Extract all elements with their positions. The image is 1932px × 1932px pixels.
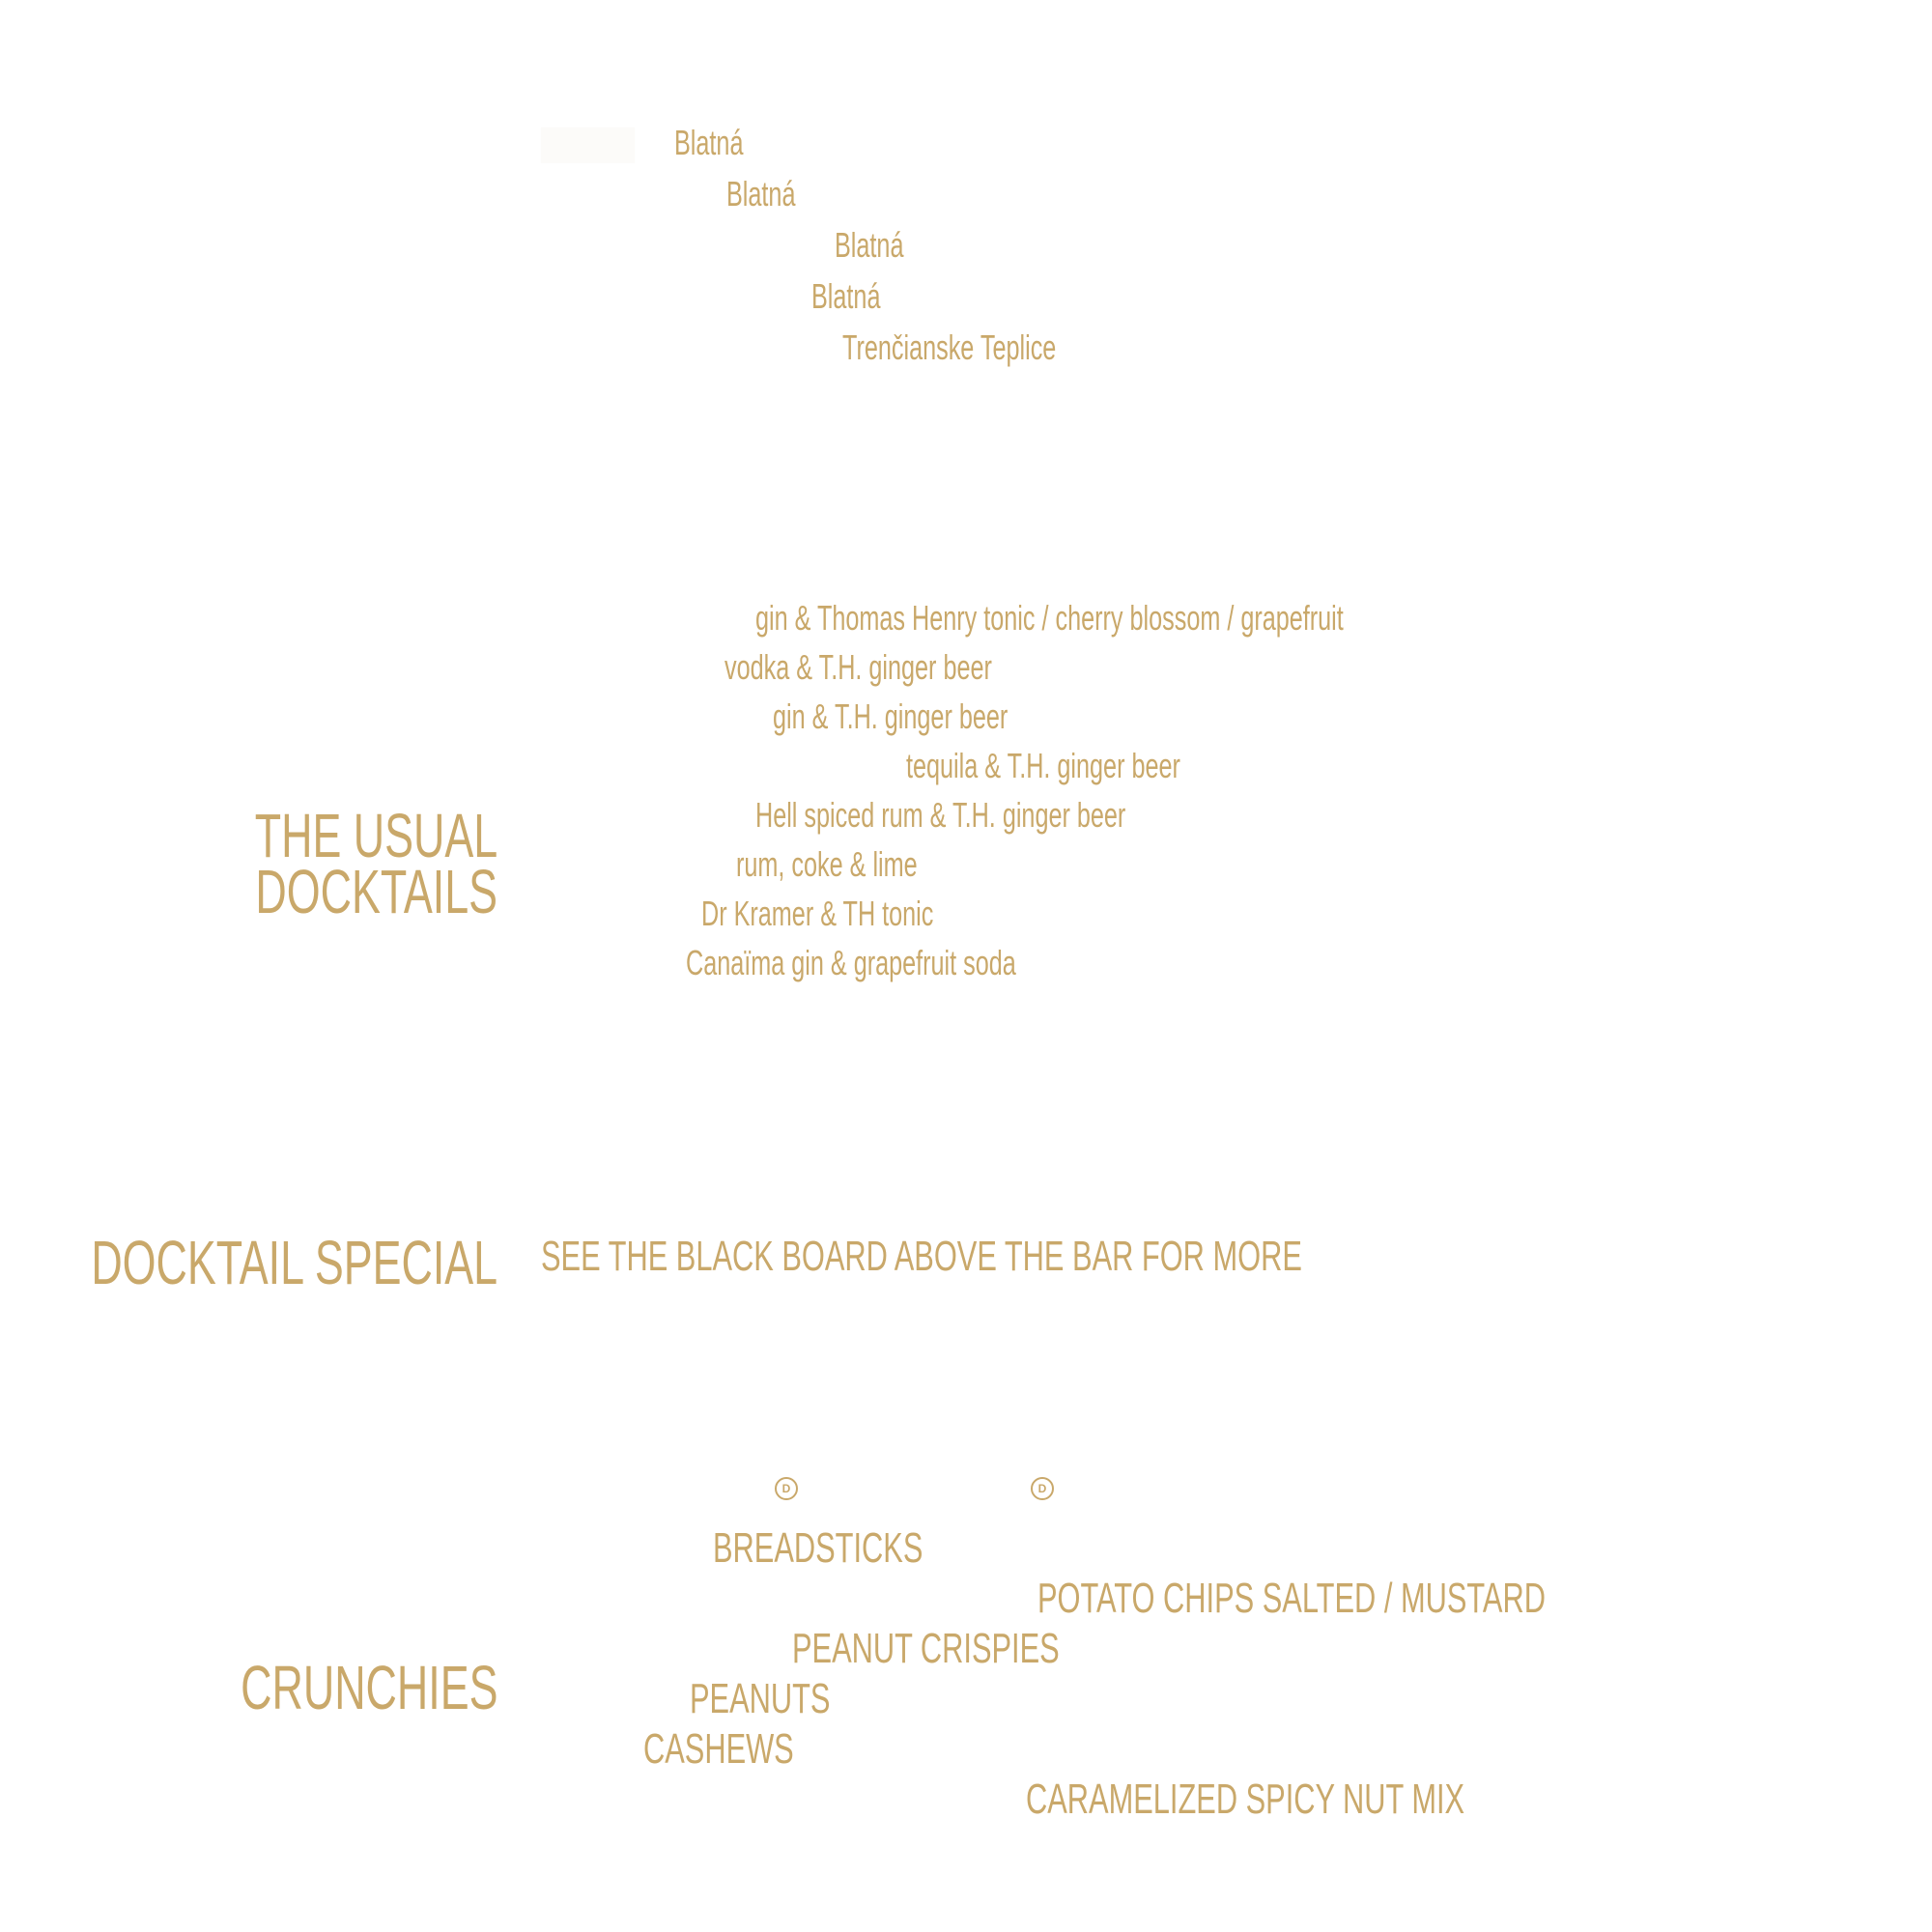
docktail-desc: rum, coke & lime	[736, 844, 918, 884]
crunchy-name: BREADSTICKS	[713, 1524, 923, 1572]
heading-line: THE USUAL	[254, 801, 497, 870]
special-note: SEE THE BLACK BOARD ABOVE THE BAR FOR MO…	[541, 1233, 1629, 1281]
crunchy-name: PEANUTS	[690, 1675, 831, 1722]
dairy-icon: D	[775, 1477, 798, 1500]
beer-origin: Blatná	[726, 174, 796, 213]
beer-origin: Blatná	[835, 225, 904, 265]
special-heading: DOCKTAIL SPECIAL	[0, 1228, 497, 1297]
heading-line: DOCKTAIL SPECIAL	[91, 1228, 497, 1297]
docktail-desc: Hell spiced rum & T.H. ginger beer	[755, 795, 1126, 835]
docktail-desc: tequila & T.H. ginger beer	[906, 746, 1180, 785]
docktail-desc: Canaïma gin & grapefruit soda	[686, 943, 1016, 982]
docktails-heading: THE USUAL DOCKTAILS	[151, 801, 497, 926]
beer-origin: Trenčianske Teplice	[842, 327, 1057, 367]
crunchy-name: POTATO CHIPS SALTED / MUSTARD	[1037, 1575, 1546, 1622]
crunchies-heading: CRUNCHIES	[130, 1653, 497, 1722]
ghost-text: ▇▇▇▇▇	[541, 123, 635, 162]
special-text: SEE THE BLACK BOARD ABOVE THE BAR FOR MO…	[541, 1233, 1302, 1280]
docktail-desc: Dr Kramer & TH tonic	[701, 894, 934, 933]
heading-line: CRUNCHIES	[240, 1653, 497, 1722]
dairy-icon: D	[1031, 1477, 1054, 1500]
docktail-desc: gin & T.H. ginger beer	[773, 696, 1009, 736]
beer-origin: Blatná	[674, 123, 744, 162]
heading-line: DOCKTAILS	[255, 857, 497, 926]
docktail-desc: vodka & T.H. ginger beer	[724, 647, 992, 687]
crunchy-name: PEANUT CRISPIES	[792, 1625, 1060, 1672]
docktail-desc: gin & Thomas Henry tonic / cherry blosso…	[755, 598, 1344, 638]
crunchy-name: CARAMELIZED SPICY NUT MIX	[1026, 1776, 1465, 1823]
crunchy-name: CASHEWS	[643, 1725, 794, 1773]
beer-origin: Blatná	[811, 276, 881, 316]
